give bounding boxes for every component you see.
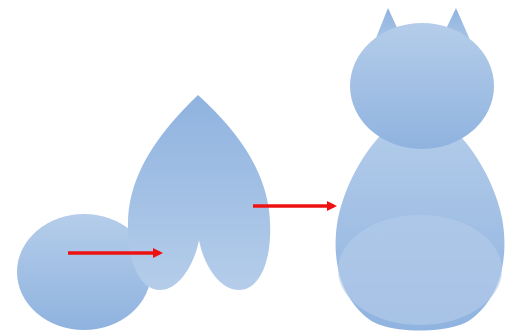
cat-head [350,23,494,149]
cat-body-highlight [338,215,502,325]
cat-shape [335,8,505,331]
heart-shape [127,95,271,290]
ellipse-shape [17,214,151,330]
